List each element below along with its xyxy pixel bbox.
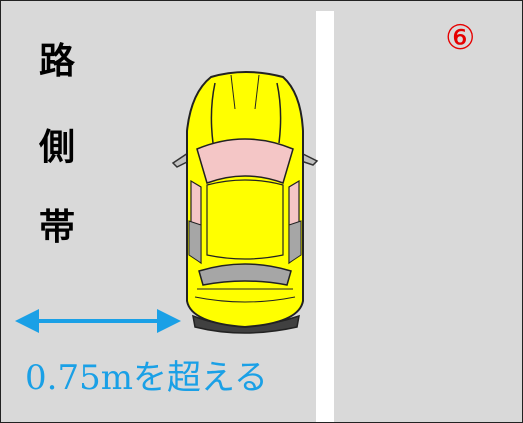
distance-label: 0.75mを超える [25, 358, 268, 398]
figure-number: ⑥ [445, 18, 476, 58]
double-arrow-icon [15, 309, 181, 333]
label-char-2: 側 [39, 126, 76, 168]
car-top-view-icon [171, 71, 319, 334]
label-char-3: 帯 [39, 206, 76, 248]
label-char-1: 路 [39, 40, 76, 82]
lane-boundary-line [316, 11, 334, 422]
